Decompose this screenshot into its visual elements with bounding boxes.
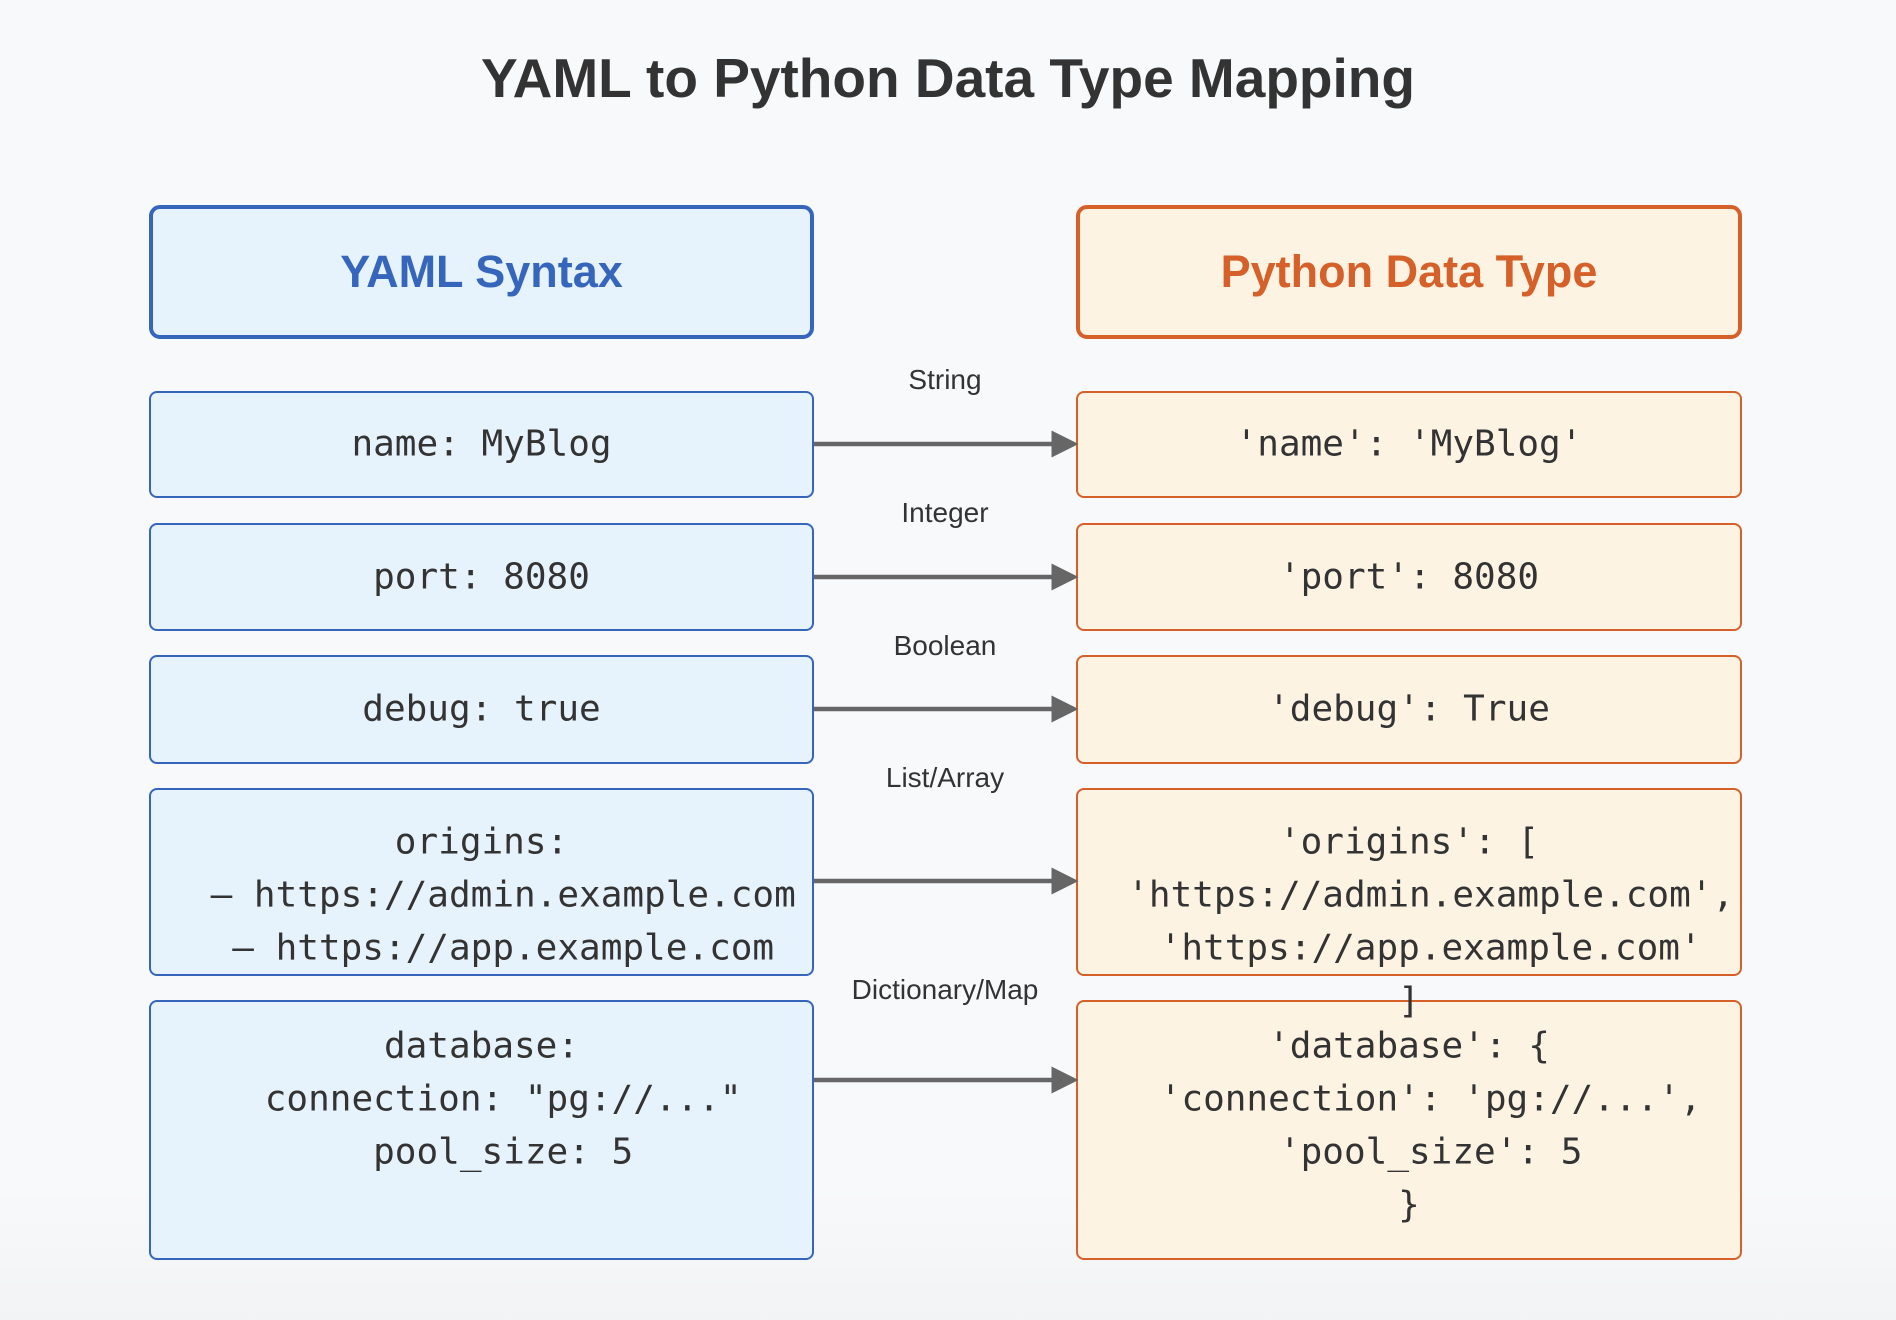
yaml-box-string [149, 391, 814, 498]
python-code-line: 'name': 'MyBlog' [1235, 423, 1583, 465]
yaml-code-line: port: 8080 [373, 556, 590, 598]
python-code-line: 'pool_size': 5 [1235, 1131, 1583, 1173]
yaml-code-line: – https://admin.example.com [167, 874, 796, 916]
python-code-line: 'database': { [1268, 1025, 1550, 1067]
type-label-boolean: Boolean [893, 630, 997, 661]
yaml-code-line: name: MyBlog [351, 423, 612, 465]
yaml-code-line: pool_size: 5 [329, 1131, 634, 1173]
python-code-line: 'debug': True [1268, 688, 1550, 730]
python-box-list [1076, 788, 1742, 976]
yaml-syntax-header: YAML Syntax [149, 205, 814, 339]
yaml-box-dictionary [149, 1000, 814, 1260]
yaml-box-list [149, 788, 814, 976]
python-code-line: 'origins': [ [1278, 821, 1540, 863]
yaml-code-line: debug: true [362, 688, 601, 730]
yaml-code-line: – https://app.example.com [188, 927, 775, 969]
type-label-list: List/Array [885, 762, 1005, 793]
python-code-line: 'connection': 'pg://...', [1116, 1078, 1702, 1120]
python-code-line: 'https://admin.example.com', [1083, 874, 1735, 916]
yaml-code-line: origins: [394, 821, 569, 863]
python-code-line: 'https://app.example.com' [1116, 927, 1702, 969]
python-box-integer [1076, 523, 1742, 631]
type-label-integer: Integer [901, 497, 989, 528]
yaml-code-line: connection: "pg://..." [221, 1078, 742, 1120]
python-code-line: } [1398, 1184, 1420, 1226]
type-label-dictionary: Dictionary/Map [851, 974, 1039, 1005]
python-code-line: ] [1398, 980, 1420, 1022]
python-code-line: 'port': 8080 [1278, 556, 1540, 598]
python-box-boolean [1076, 655, 1742, 764]
python-box-dictionary [1076, 1000, 1742, 1260]
yaml-box-boolean [149, 655, 814, 764]
type-label-string: String [908, 364, 982, 395]
yaml-code-line: database: [383, 1025, 580, 1067]
diagram-title: YAML to Python Data Type Mapping [480, 47, 1416, 109]
python-data-type-header: Python Data Type [1076, 205, 1742, 339]
yaml-box-integer [149, 523, 814, 631]
